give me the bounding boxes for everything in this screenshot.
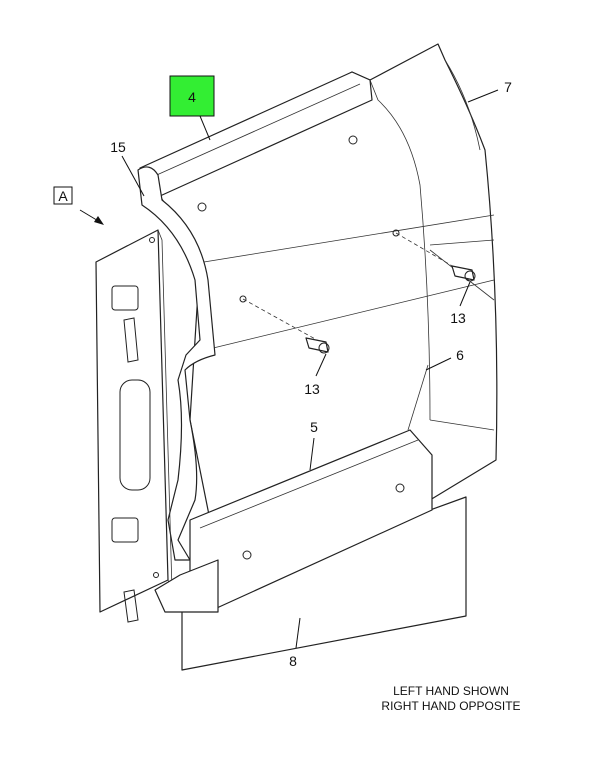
callout-13-upper-label: 13: [450, 310, 466, 326]
callout-13-lower-label: 13: [304, 381, 320, 397]
callout-6-label: 6: [456, 347, 464, 363]
callout-8[interactable]: 8: [289, 617, 301, 669]
callout-13-lower[interactable]: 13: [304, 353, 327, 397]
bolt-lower: [239, 295, 330, 354]
fastener-top-left: [197, 202, 207, 212]
view-a-label: A: [58, 188, 68, 204]
view-a-marker[interactable]: A: [53, 186, 104, 225]
mounting-bracket: [95, 229, 173, 623]
edge-trim: [137, 166, 216, 561]
fastener-bottom-right: [395, 483, 405, 493]
view-a-arrow-icon: [94, 216, 104, 225]
callout-7[interactable]: 7: [467, 79, 512, 103]
callout-4[interactable]: 4: [169, 75, 215, 141]
callout-7-label: 7: [504, 79, 512, 95]
note-line-1: LEFT HAND SHOWN: [393, 684, 509, 698]
callout-5[interactable]: 5: [309, 419, 318, 471]
callout-4-highlight-box: [169, 75, 215, 117]
callout-8-label: 8: [289, 653, 297, 669]
fastener-bottom-left: [242, 550, 252, 560]
lower-rail: [154, 429, 433, 613]
view-a-box: [53, 186, 73, 205]
fairing-panel: [149, 43, 498, 521]
orientation-note: LEFT HAND SHOWN RIGHT HAND OPPOSITE: [381, 684, 520, 713]
bolt-upper: [392, 229, 476, 282]
callout-6[interactable]: 6: [425, 347, 464, 371]
note-line-2: RIGHT HAND OPPOSITE: [381, 699, 520, 713]
callout-15[interactable]: 15: [110, 139, 145, 197]
callout-15-label: 15: [110, 139, 126, 155]
fastener-top-right: [348, 135, 358, 145]
callout-4-label: 4: [188, 89, 196, 105]
callout-13-upper[interactable]: 13: [450, 281, 471, 326]
callout-5-label: 5: [310, 419, 318, 435]
